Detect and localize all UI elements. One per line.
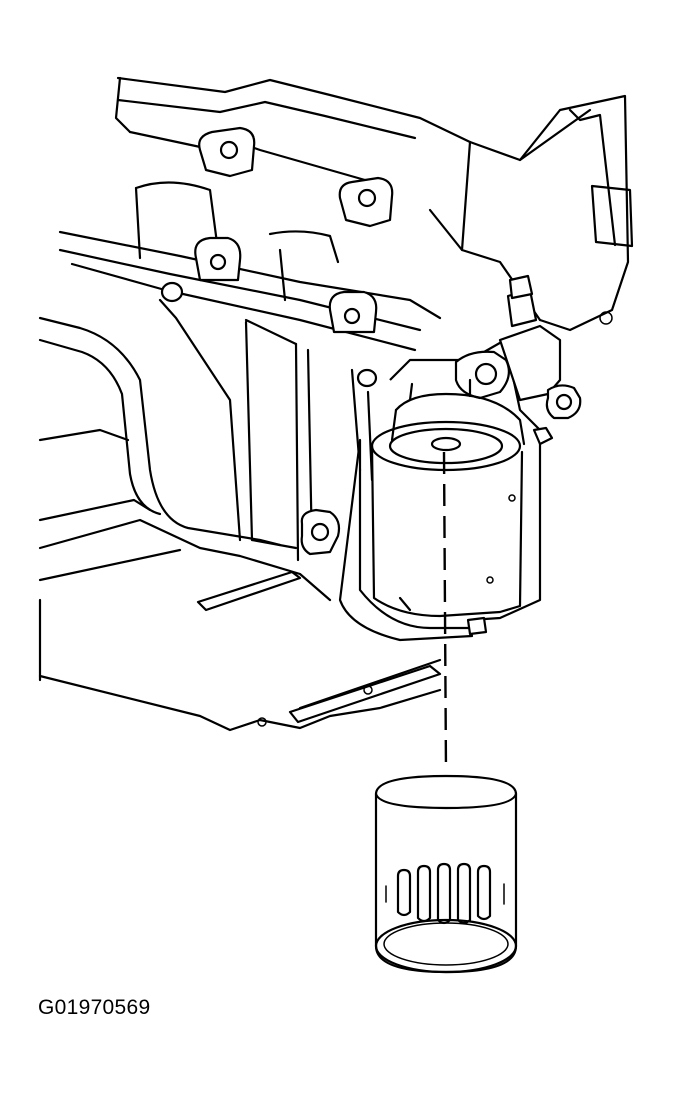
alignment-guide-line xyxy=(442,451,448,773)
engine-block xyxy=(38,76,634,732)
oil-filter xyxy=(374,774,518,974)
figure-id-label: G01970569 xyxy=(38,996,151,1019)
oil-filter-adapter xyxy=(338,274,582,642)
